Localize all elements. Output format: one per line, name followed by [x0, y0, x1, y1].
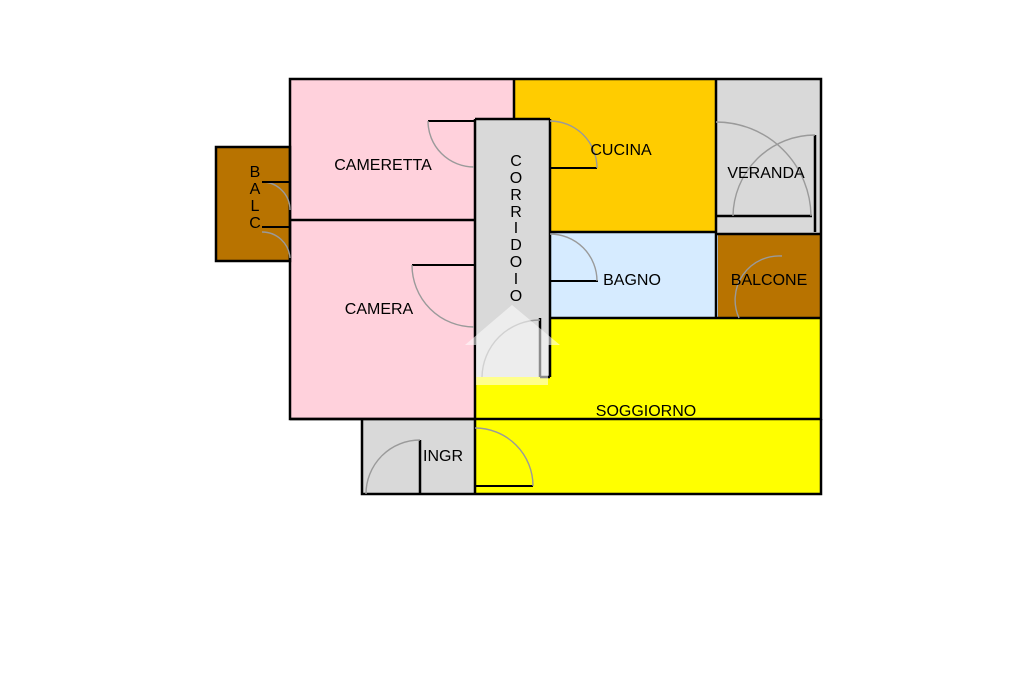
bagno-fill [550, 232, 718, 318]
corridoio-letter: R [510, 187, 522, 204]
lower-outer-wall [360, 419, 823, 496]
door-arc-cucina [549, 120, 598, 169]
label-corridoio-vertical: C O R R I D O I O [510, 153, 522, 305]
balc-letter: A [250, 181, 261, 198]
room-labels: CAMERETTA CAMERA CUCINA VERANDA BAGNO BA… [249, 142, 807, 465]
walls [214, 77, 823, 496]
cucina-fill [514, 79, 716, 119]
cameretta-fill [290, 79, 475, 220]
door-arc-veranda [715, 121, 812, 217]
corridoio-letter: O [510, 254, 522, 271]
corridoio-letter: D [510, 237, 522, 254]
label-cucina: CUCINA [590, 142, 652, 159]
balc-fill [216, 147, 290, 261]
cameretta-top-extension-fill [475, 79, 514, 119]
door-arc-soggiorno [474, 427, 534, 487]
corridoio-letter: I [514, 220, 518, 237]
label-camera: CAMERA [345, 301, 414, 318]
corridoio-letter: O [510, 288, 522, 305]
cucina-main-fill [550, 119, 716, 232]
soggiorno-lower-fill [475, 377, 550, 494]
balc-letter: B [250, 164, 261, 181]
corridoio-letter: I [514, 271, 518, 288]
label-bagno: BAGNO [603, 272, 661, 289]
corridoio-letter: O [510, 170, 522, 187]
label-soggiorno: SOGGIORNO [596, 403, 696, 420]
door-arc-bagno [549, 233, 598, 282]
balc-letter: L [251, 198, 260, 215]
veranda-fill [716, 79, 821, 234]
door-arc-cameretta [427, 120, 475, 168]
watermark-circle [492, 340, 532, 380]
watermark-logo [465, 305, 560, 385]
corridoio-letter: C [510, 153, 522, 170]
door-arc-camera [411, 264, 475, 328]
camera-fill [290, 220, 475, 419]
door-arc-balc-lower [261, 231, 291, 259]
door-arc-balcone [734, 255, 783, 319]
soggiorno-fill [550, 318, 821, 494]
label-balc-vertical: B A L C [249, 164, 261, 232]
door-arc-veranda-second [732, 134, 816, 217]
label-balcone: BALCONE [731, 272, 807, 289]
label-ingresso: INGR [423, 448, 463, 465]
door-arc-ingresso [365, 439, 421, 495]
label-veranda: VERANDA [727, 165, 805, 182]
label-cameretta: CAMERETTA [334, 157, 432, 174]
corridoio-letter: R [510, 204, 522, 221]
balc-letter: C [249, 215, 261, 232]
